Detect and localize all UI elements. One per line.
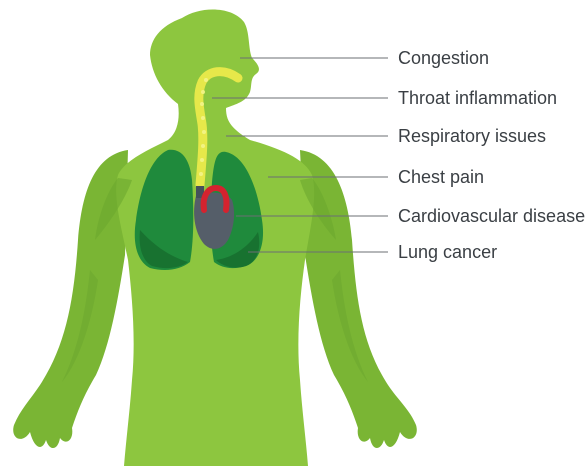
airway-ring (199, 172, 203, 176)
airway-ring (200, 158, 204, 162)
callout-labels: Congestion Throat inflammation Respirato… (398, 48, 585, 262)
label-chest-pain: Chest pain (398, 167, 484, 187)
airway-ring (201, 90, 205, 94)
airway-ring (204, 78, 208, 82)
label-respiratory-issues: Respiratory issues (398, 126, 546, 146)
label-congestion: Congestion (398, 48, 489, 68)
airway-ring (201, 144, 205, 148)
airway-ring (200, 102, 204, 106)
airway-ring (202, 130, 206, 134)
label-cardiovascular-disease: Cardiovascular disease (398, 206, 585, 226)
label-throat-inflammation: Throat inflammation (398, 88, 557, 108)
airway-ring (201, 116, 205, 120)
label-lung-cancer: Lung cancer (398, 242, 497, 262)
